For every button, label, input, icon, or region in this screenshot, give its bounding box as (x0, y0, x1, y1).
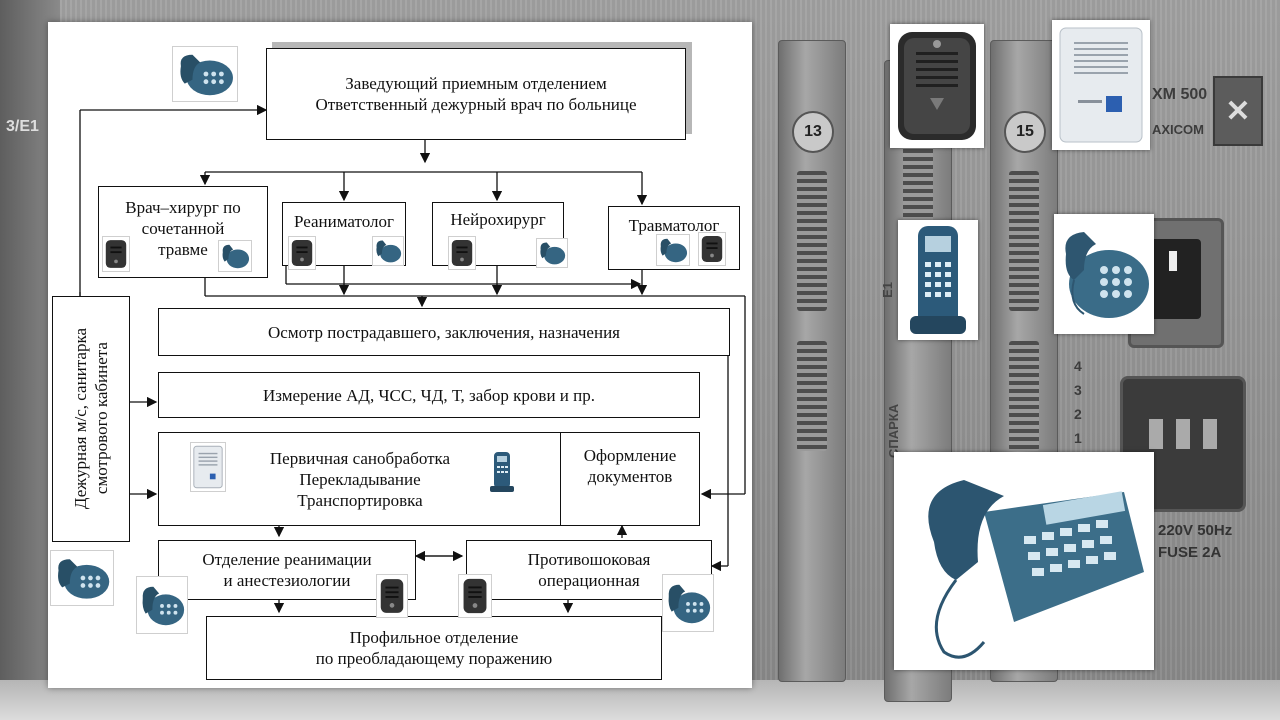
desk-phone-icon (372, 236, 404, 266)
intercom-icon (102, 236, 130, 272)
level-label: 4 (1074, 358, 1082, 374)
power-rating-label: 220V 50Hz FUSE 2A (1158, 522, 1233, 561)
level-label: 3 (1074, 382, 1082, 398)
slot-number: 13 (792, 111, 834, 153)
documents-line: Оформление (583, 446, 677, 465)
slot-grille (797, 171, 827, 311)
icu-box: Отделение реанимации и анестезиологии (158, 540, 416, 600)
examination-box: Осмотр пострадавшего, заключения, назнач… (158, 308, 730, 356)
profile-department-box: Профильное отделение по преобладающему п… (206, 616, 662, 680)
slot-grille (797, 341, 827, 451)
brand-label: AXICOM (1152, 122, 1204, 137)
icu-line: Отделение реанимации (202, 550, 372, 569)
speaker-panel-icon (1059, 27, 1143, 143)
surgeon-line: Врач–хирург по (125, 198, 241, 217)
desk-phone-icon (1065, 232, 1149, 318)
traumatologist-label: Травматолог (628, 216, 720, 235)
card-slot-13: 13 (778, 40, 846, 682)
profile-line: Профильное отделение (349, 628, 519, 647)
examination-label: Осмотр пострадавшего, заключения, назнач… (268, 322, 620, 342)
surgeon-line: травме (158, 240, 208, 259)
documents-line: документов (587, 467, 673, 486)
desk-phone-icon (172, 46, 238, 102)
head-of-department-box: Заведующий приемным отделением Ответстве… (266, 48, 686, 140)
cordless-phone-icon (910, 226, 966, 334)
side-port-label: 3/E1 (6, 118, 39, 135)
measurement-label: Измерение АД, ЧСС, ЧД, Т, забор крови и … (262, 385, 595, 405)
measurement-box: Измерение АД, ЧСС, ЧД, Т, забор крови и … (158, 372, 700, 418)
e1-label: E1 (880, 282, 895, 298)
flow-connectors (79, 104, 746, 614)
intercom-icon (376, 574, 408, 618)
surgeon-line: сочетанной (141, 219, 225, 238)
brand-logo: ✕ (1213, 76, 1263, 146)
spark-label: СПАРКА (886, 403, 901, 458)
desk-phone-photo (1054, 214, 1154, 334)
intercom-photo (890, 24, 984, 148)
documents-box: Оформление документов (560, 432, 700, 526)
model-label: XM 500 (1152, 86, 1208, 103)
neurosurgeon-label: Нейрохирург (450, 210, 546, 229)
level-label: 2 (1074, 406, 1082, 422)
profile-line: по преобладающему поражению (315, 649, 553, 668)
slot-grille (1009, 171, 1039, 311)
panel-speaker-photo (1052, 20, 1150, 150)
shock-room-line: операционная (538, 571, 640, 590)
diagram-panel: Заведующий приемным отделением Ответстве… (48, 22, 752, 688)
intercom-icon (448, 236, 476, 270)
treatment-line: Транспортировка (297, 490, 423, 510)
level-label: 1 (1074, 430, 1082, 446)
shock-room-line: Противошоковая (527, 550, 651, 569)
slot-number: 15 (1004, 111, 1046, 153)
desk-phone-icon (218, 240, 252, 272)
system-phone-icon (928, 480, 1144, 659)
treatment-line: Первичная санобработка (269, 448, 451, 468)
cordless-phone-photo (898, 220, 978, 340)
intercom-icon (458, 574, 492, 618)
treatment-line: Перекладывание (299, 469, 421, 489)
speaker-panel-icon (190, 442, 226, 492)
desk-phone-icon (536, 238, 568, 268)
slot-grille (1009, 341, 1039, 451)
head-title-line: Ответственный дежурный врач по больнице (315, 95, 637, 114)
resuscitator-label: Реаниматолог (294, 212, 394, 231)
desk-phone-icon (656, 234, 690, 266)
head-title-line: Заведующий приемным отделением (345, 74, 607, 93)
intercom-icon (698, 232, 726, 266)
intercom-icon (288, 236, 316, 270)
intercom-icon (898, 32, 976, 140)
desk-phone-icon (50, 550, 114, 606)
system-phone-photo (894, 452, 1154, 670)
desk-phone-icon (662, 574, 714, 632)
cordless-phone-icon (486, 450, 518, 494)
icu-line: и анестезиологии (223, 571, 351, 590)
desk-phone-icon (136, 576, 188, 634)
